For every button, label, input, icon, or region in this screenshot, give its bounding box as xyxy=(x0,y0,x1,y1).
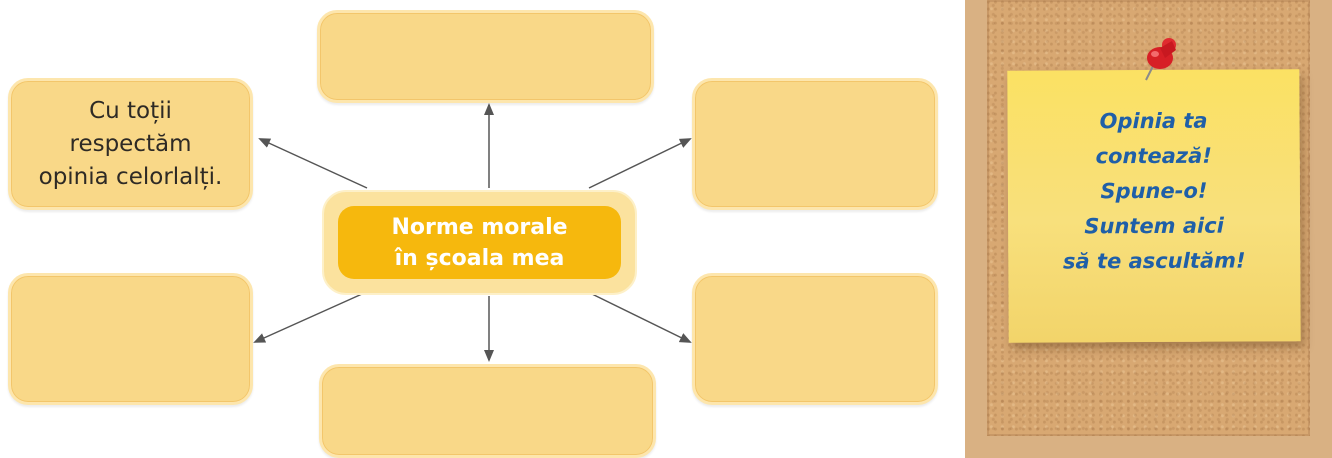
box-top[interactable] xyxy=(317,10,654,103)
connector-arrows xyxy=(253,103,692,362)
box-bottom[interactable] xyxy=(319,364,656,458)
box-upper-left[interactable]: Cu toții respectăm opinia celorlalți. xyxy=(8,78,253,210)
box-lower-left[interactable] xyxy=(8,273,253,405)
arrow-to-upper-left xyxy=(258,138,368,189)
sticky-note: Opinia ta contează! Spune-o! Suntem aici… xyxy=(1007,69,1301,343)
box-upper-left-text: Cu toții respectăm opinia celorlalți. xyxy=(38,97,223,190)
push-pin-icon xyxy=(1145,38,1176,81)
arrow-to-lower-left xyxy=(253,293,363,343)
central-topic: Norme morale în școala mea xyxy=(322,190,637,295)
arrow-to-lower-right xyxy=(591,293,692,343)
central-topic-inner: Norme morale în școala mea xyxy=(338,206,621,279)
sticky-note-text: Opinia ta contează! Spune-o! Suntem aici… xyxy=(1062,108,1246,274)
box-lower-right[interactable] xyxy=(692,273,938,405)
box-upper-right[interactable] xyxy=(692,78,938,210)
arrow-to-upper-right xyxy=(588,138,692,189)
central-topic-text: Norme morale în școala mea xyxy=(391,214,568,271)
